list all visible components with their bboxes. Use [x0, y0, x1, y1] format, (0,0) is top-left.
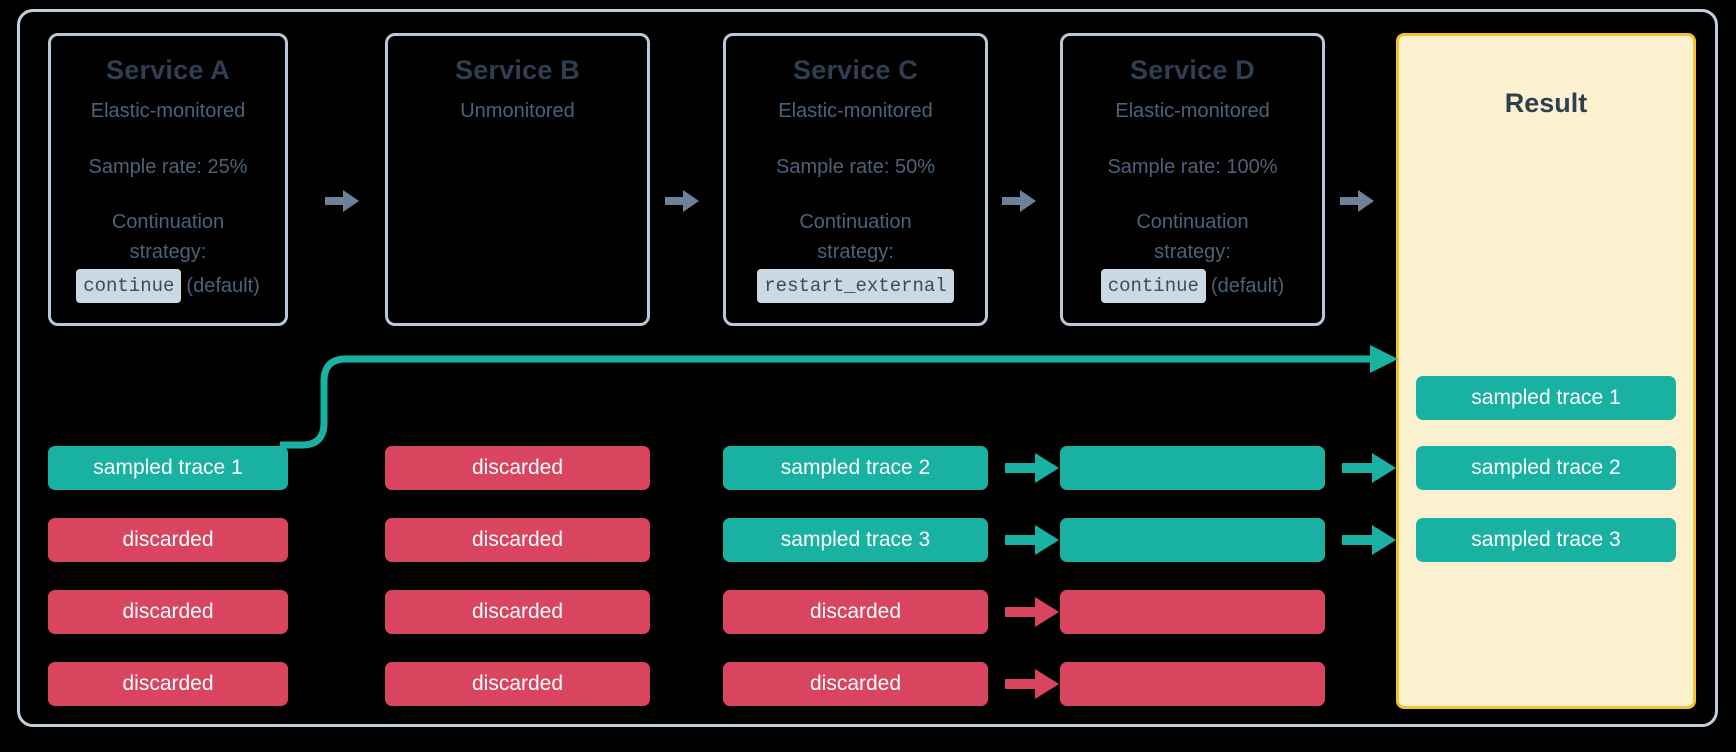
- service-c-strategy-value: restart_external: [726, 269, 985, 303]
- list-item: discarded: [48, 662, 288, 706]
- service-d-strategy-value: continue(default): [1063, 269, 1322, 303]
- service-a-sample-rate: Sample rate: 25%: [88, 156, 248, 178]
- service-a-strategy-label: strategy:: [129, 241, 207, 263]
- service-a-title: Service A: [106, 55, 230, 85]
- outer-frame: [17, 9, 1718, 727]
- service-c-strategy-code: restart_external: [757, 269, 954, 303]
- service-d-continuation-label: Continuation: [1136, 211, 1249, 233]
- service-c-title: Service C: [793, 55, 918, 85]
- service-box-b: Service B Unmonitored: [385, 33, 650, 326]
- service-c-continuation-label: Continuation: [799, 211, 912, 233]
- service-a-strategy-value: continue(default): [51, 269, 285, 303]
- arrow-c-row2-to-d-row2-icon: [1005, 525, 1059, 555]
- arrow-service-a-to-b-icon: [325, 190, 359, 212]
- service-box-c: Service C Elastic-monitored Sample rate:…: [723, 33, 988, 326]
- list-item: [1060, 590, 1325, 634]
- list-item: sampled trace 3: [723, 518, 988, 562]
- list-item: discarded: [48, 590, 288, 634]
- list-item: discarded: [385, 446, 650, 490]
- service-a-monitoring: Elastic-monitored: [90, 100, 246, 122]
- service-a-strategy-code: continue: [76, 269, 182, 303]
- list-item: discarded: [48, 518, 288, 562]
- service-d-title: Service D: [1130, 55, 1255, 85]
- arrow-c-row1-to-d-row1-icon: [1005, 453, 1059, 483]
- list-item: discarded: [723, 590, 988, 634]
- arrow-c-row4-to-d-row4-icon: [1005, 669, 1059, 699]
- list-item: sampled trace 1: [48, 446, 288, 490]
- arrow-service-d-to-result-icon: [1340, 190, 1374, 212]
- service-c-strategy-label: strategy:: [817, 241, 894, 263]
- result-title: Result: [1504, 88, 1588, 118]
- arrow-service-b-to-c-icon: [665, 190, 699, 212]
- result-panel: Result: [1396, 33, 1696, 709]
- result-item: sampled trace 2: [1416, 446, 1676, 490]
- result-item: sampled trace 1: [1416, 376, 1676, 420]
- service-d-strategy-label: strategy:: [1154, 241, 1231, 263]
- service-b-monitoring: Unmonitored: [460, 100, 575, 122]
- service-box-a: Service A Elastic-monitored Sample rate:…: [48, 33, 288, 326]
- service-c-monitoring: Elastic-monitored: [778, 100, 933, 122]
- arrow-c-row3-to-d-row3-icon: [1005, 597, 1059, 627]
- arrow-service-c-to-d-icon: [1002, 190, 1036, 212]
- service-a-strategy-note: (default): [186, 275, 260, 297]
- service-box-d: Service D Elastic-monitored Sample rate:…: [1060, 33, 1325, 326]
- list-item: discarded: [385, 662, 650, 706]
- list-item: [1060, 446, 1325, 490]
- arrow-d-row1-to-result2-icon: [1342, 453, 1396, 483]
- list-item: discarded: [385, 590, 650, 634]
- service-d-strategy-code: continue: [1100, 269, 1206, 303]
- result-item: sampled trace 3: [1416, 518, 1676, 562]
- arrow-d-row2-to-result3-icon: [1342, 525, 1396, 555]
- service-d-sample-rate: Sample rate: 100%: [1107, 156, 1278, 178]
- list-item: [1060, 518, 1325, 562]
- service-b-title: Service B: [455, 55, 580, 85]
- list-item: discarded: [723, 662, 988, 706]
- service-d-monitoring: Elastic-monitored: [1115, 100, 1270, 122]
- list-item: [1060, 662, 1325, 706]
- list-item: discarded: [385, 518, 650, 562]
- service-a-continuation-label: Continuation: [111, 211, 225, 233]
- list-item: sampled trace 2: [723, 446, 988, 490]
- service-c-sample-rate: Sample rate: 50%: [776, 156, 935, 178]
- connector-trace1-to-result-icon: [280, 345, 1398, 449]
- service-d-strategy-note: (default): [1210, 275, 1285, 297]
